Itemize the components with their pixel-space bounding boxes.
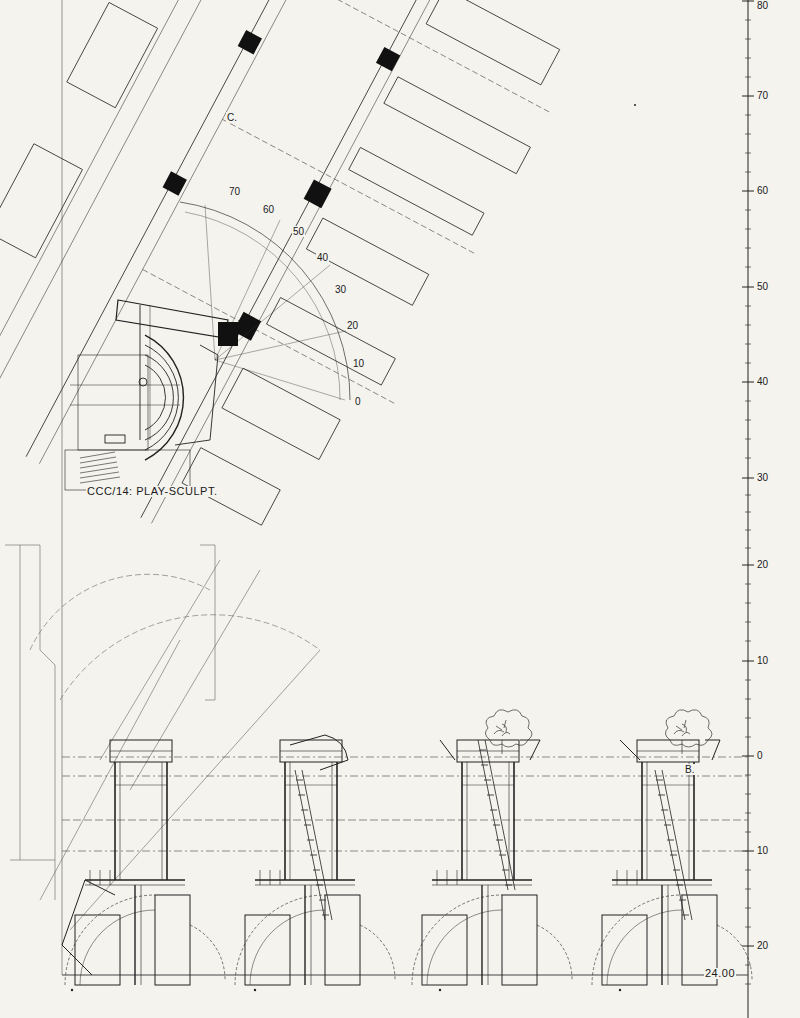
angle-number: 40: [316, 252, 329, 263]
elevation-label: B.: [684, 764, 695, 775]
scale-number: 20: [756, 940, 769, 951]
angle-number: 60: [262, 204, 275, 215]
scale-number: 80: [756, 0, 769, 11]
scale-number: 10: [756, 845, 769, 856]
angle-number: 70: [228, 186, 241, 197]
scale-number: 40: [756, 376, 769, 387]
angle-number: 0: [354, 396, 362, 407]
drawing-title: CCC/14: PLAY-SCULPT.: [86, 486, 218, 497]
scale-number: 20: [756, 559, 769, 570]
dimension: 24.00: [704, 968, 736, 979]
scale-number: 70: [756, 90, 769, 101]
plan-label: C.: [226, 112, 238, 123]
angle-number: 20: [346, 320, 359, 331]
scale-number: 50: [756, 281, 769, 292]
scale-number: 60: [756, 185, 769, 196]
angle-number: 30: [334, 284, 347, 295]
scale-number: 10: [756, 655, 769, 666]
angle-number: 50: [292, 226, 305, 237]
scale-number: 30: [756, 472, 769, 483]
scale-number: 0: [756, 750, 764, 761]
angle-number: 10: [352, 358, 365, 369]
